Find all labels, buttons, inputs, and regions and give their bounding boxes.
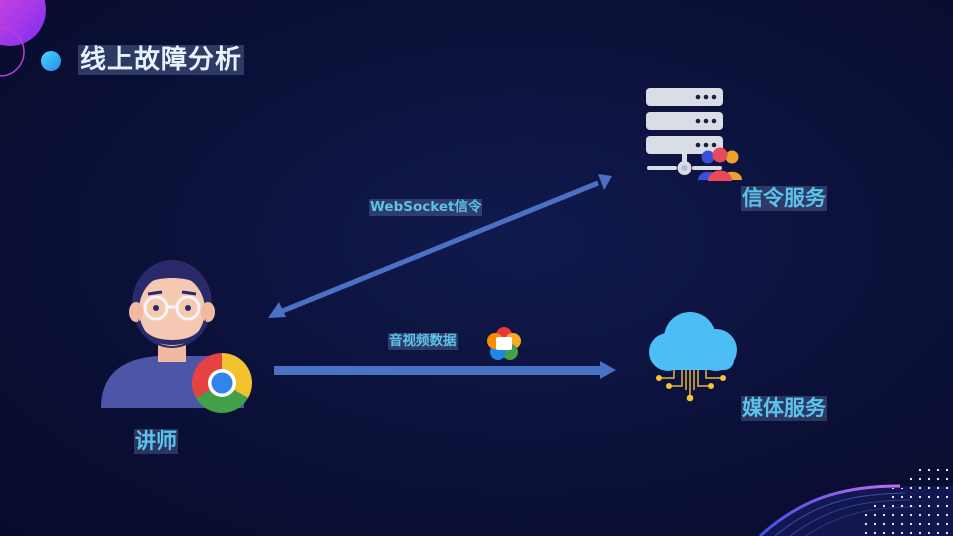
server-stack-icon bbox=[646, 88, 723, 175]
av-data-arrow bbox=[274, 361, 616, 379]
corner-ring bbox=[0, 27, 25, 77]
corner-orb bbox=[0, 0, 46, 46]
cloud-network-icon bbox=[649, 312, 737, 402]
webrtc-icon bbox=[487, 327, 521, 360]
websocket-signaling-label: WebSocket信令 bbox=[369, 199, 483, 216]
dot-grid bbox=[858, 468, 953, 536]
media-service-label: 媒体服务 bbox=[741, 396, 827, 421]
signaling-service-label: 信令服务 bbox=[741, 186, 827, 211]
title-bullet bbox=[41, 51, 61, 71]
teacher-label: 讲师 bbox=[134, 429, 178, 454]
chrome-icon bbox=[192, 353, 252, 413]
websocket-arrow bbox=[268, 174, 612, 318]
av-data-label: 音视频数据 bbox=[388, 333, 458, 350]
slide-title: 线上故障分析 bbox=[78, 45, 245, 75]
user-group-icon bbox=[698, 147, 742, 181]
